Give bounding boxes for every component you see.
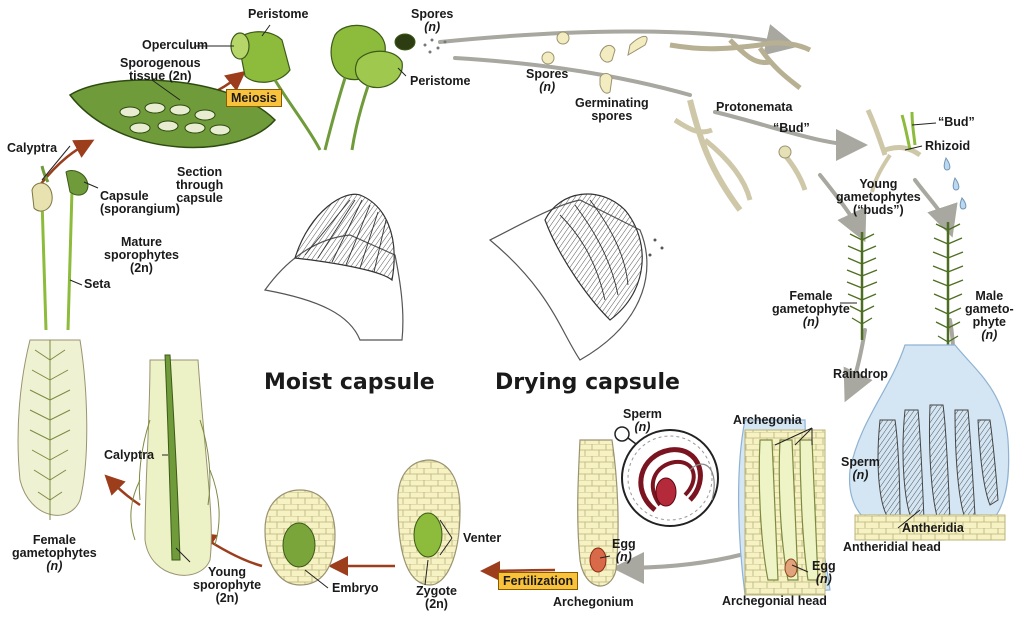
moist-capsule-title: Moist capsule <box>264 370 435 395</box>
label-capsule-sporangium: Capsule (sporangium) <box>100 190 180 216</box>
label-zygote-line2: (2n) <box>416 598 457 611</box>
label-embryo: Embryo <box>332 582 379 595</box>
label-spores-top: Spores (n) <box>411 8 453 34</box>
zygote-drawing <box>398 460 460 585</box>
label-young-gam-line3: (“buds”) <box>836 204 921 217</box>
label-zygote: Zygote (2n) <box>416 585 457 611</box>
meiosis-box: Meiosis <box>226 89 282 107</box>
label-female-gams-line3: (n) <box>12 560 97 573</box>
drying-capsule-drawing <box>490 194 664 360</box>
label-male-gam-line4: (n) <box>965 329 1014 342</box>
label-protonemata: Protonemata <box>716 101 792 114</box>
label-rhizoid: Rhizoid <box>925 140 970 153</box>
archegonium-drawing <box>578 440 618 586</box>
label-female-gametophyte: Female gametophyte (n) <box>772 290 850 329</box>
label-mature-sporophytes: Mature sporophytes (2n) <box>104 236 179 275</box>
label-spores-mid: Spores (n) <box>526 68 568 94</box>
label-sperm-mid-line2: (n) <box>623 421 662 434</box>
label-young-gametophytes: Young gametophytes (“buds”) <box>836 178 921 217</box>
label-archegonial-head: Archegonial head <box>722 595 827 608</box>
moist-capsule-drawing <box>265 194 403 340</box>
label-section-through-capsule: Section through capsule <box>176 166 223 205</box>
label-bud-left: “Bud” <box>773 122 810 135</box>
label-antheridia: Antheridia <box>902 522 964 535</box>
raindrops-drawing <box>944 158 966 209</box>
label-raindrop: Raindrop <box>833 368 888 381</box>
label-germinating-line2: spores <box>575 110 649 123</box>
label-male-gametophyte: Male gameto- phyte (n) <box>965 290 1014 342</box>
sperm-closeup-drawing <box>615 427 718 526</box>
label-calyptra-bottom: Calyptra <box>104 449 154 462</box>
label-egg-right: Egg (n) <box>812 560 836 586</box>
label-germinating-spores: Germinating spores <box>575 97 649 123</box>
label-young-spor-line3: (2n) <box>193 592 261 605</box>
label-female-gametophytes: Female gametophytes (n) <box>12 534 97 573</box>
label-spores-mid-line2: (n) <box>526 81 568 94</box>
fertilization-box: Fertilization <box>498 572 578 590</box>
label-female-gam-line3: (n) <box>772 316 850 329</box>
label-sporogenous-tissue: Sporogenous tissue (2n) <box>120 57 201 83</box>
label-young-sporophyte: Young sporophyte (2n) <box>193 566 261 605</box>
label-sperm-right: Sperm (n) <box>841 456 880 482</box>
label-venter: Venter <box>463 532 501 545</box>
embryo-drawing <box>265 490 335 585</box>
mature-sporophytes-drawing <box>18 166 88 520</box>
young-sporophyte-drawing <box>131 355 219 575</box>
label-sperm-right-line2: (n) <box>841 469 880 482</box>
label-antheridial-head: Antheridial head <box>843 541 941 554</box>
label-sporogenous-line2: tissue (2n) <box>120 70 201 83</box>
label-peristome-top: Peristome <box>248 8 308 21</box>
label-spores-top-line2: (n) <box>411 21 453 34</box>
label-egg-mid-line2: (n) <box>612 551 636 564</box>
drying-capsule-title: Drying capsule <box>495 370 680 395</box>
label-mature-line3: (2n) <box>104 262 179 275</box>
label-section-line3: capsule <box>176 192 223 205</box>
label-seta: Seta <box>84 278 110 291</box>
label-sperm-mid: Sperm (n) <box>623 408 662 434</box>
label-egg-mid: Egg (n) <box>612 538 636 564</box>
label-capsule-line2: (sporangium) <box>100 203 180 216</box>
label-peristome-right: Peristome <box>410 75 470 88</box>
label-archegonium: Archegonium <box>553 596 634 609</box>
label-calyptra-top: Calyptra <box>7 142 57 155</box>
label-bud-right: “Bud” <box>938 116 975 129</box>
label-egg-right-line2: (n) <box>812 573 836 586</box>
label-archegonia: Archegonia <box>733 414 802 427</box>
label-operculum: Operculum <box>142 39 208 52</box>
